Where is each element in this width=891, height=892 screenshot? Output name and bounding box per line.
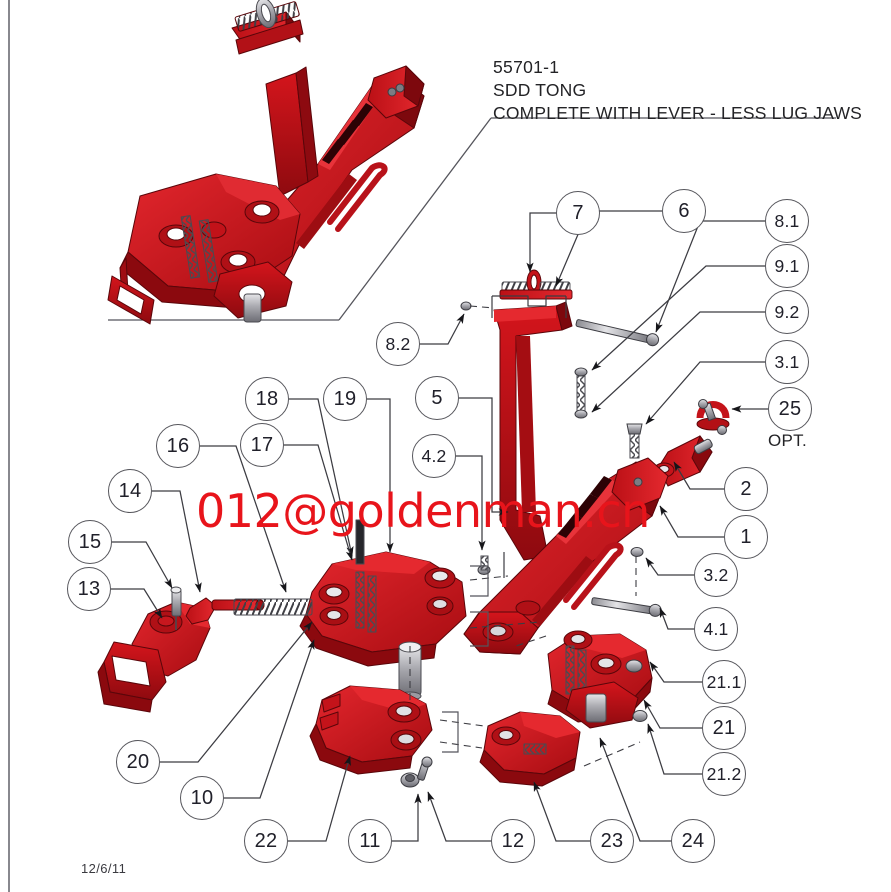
- callout-balloon-21.2[interactable]: 21.2: [702, 752, 746, 796]
- callout-balloon-25[interactable]: 25: [768, 387, 812, 431]
- callout-balloon-24[interactable]: 24: [671, 819, 715, 863]
- callout-balloon-1[interactable]: 1: [724, 515, 768, 559]
- callout-label: 15: [78, 530, 102, 553]
- callout-balloon-20[interactable]: 20: [116, 740, 160, 784]
- callout-label: 7: [572, 201, 584, 224]
- callout-balloon-7[interactable]: 7: [556, 191, 600, 235]
- part-lever-handle-assembly: [499, 269, 573, 300]
- callout-label: 8.1: [774, 210, 800, 231]
- part-5-lever: [491, 295, 573, 578]
- callout-balloon-2[interactable]: 2: [724, 467, 768, 511]
- callout-label: 9.1: [774, 255, 800, 276]
- callout-balloon-8.2[interactable]: 8.2: [376, 322, 420, 366]
- callout-balloon-23[interactable]: 23: [590, 819, 634, 863]
- callout-label: 10: [190, 786, 214, 809]
- part-25-shackle: [696, 399, 730, 435]
- callout-label: 8.2: [385, 333, 411, 354]
- part-15-pin: [170, 586, 182, 630]
- callout-balloon-3.2[interactable]: 3.2: [694, 553, 738, 597]
- callout-balloon-9.2[interactable]: 9.2: [765, 290, 809, 334]
- callout-label: 21.2: [706, 763, 742, 784]
- callout-balloon-22[interactable]: 22: [244, 819, 288, 863]
- callout-label: 19: [333, 387, 357, 410]
- callout-balloon-21[interactable]: 21: [702, 706, 746, 750]
- callout-balloon-4.2[interactable]: 4.2: [412, 434, 456, 478]
- callout-label: 3.1: [774, 351, 800, 372]
- callout-label: 23: [600, 829, 624, 852]
- callout-label: 22: [254, 829, 278, 852]
- callout-label: 18: [255, 387, 279, 410]
- callout-balloon-8.1[interactable]: 8.1: [765, 199, 809, 243]
- callout-balloon-4.1[interactable]: 4.1: [694, 607, 738, 651]
- callout-label: 9.2: [774, 301, 800, 322]
- leader-lines: [111, 210, 768, 842]
- part-21-jaw-assembly: [547, 630, 653, 729]
- part-23-jaw-block: [479, 711, 581, 787]
- part-number: 55701-1: [493, 57, 560, 77]
- callout-label: 1: [740, 525, 752, 548]
- callout-label: 21.1: [706, 671, 742, 692]
- callout-balloon-9.1[interactable]: 9.1: [765, 244, 809, 288]
- part-11-nut: [400, 772, 420, 788]
- callout-label: 12: [501, 829, 525, 852]
- product-name: SDD TONG: [493, 79, 587, 100]
- callout-balloon-15[interactable]: 15: [68, 520, 112, 564]
- callout-balloon-5[interactable]: 5: [415, 376, 459, 420]
- optional-note: OPT.: [768, 431, 807, 450]
- callout-label: 14: [118, 479, 142, 502]
- main-assembly-isometric: [107, 0, 425, 325]
- callout-label: 6: [678, 199, 690, 222]
- callout-balloon-6[interactable]: 6: [662, 189, 706, 233]
- callout-balloon-11[interactable]: 11: [348, 819, 392, 863]
- callout-balloon-21.1[interactable]: 21.1: [702, 660, 746, 704]
- date-stamp: 12/6/11: [81, 861, 127, 876]
- part-22-jaw-casting: [309, 685, 433, 775]
- part-16-spring: [233, 598, 313, 616]
- callout-balloon-18[interactable]: 18: [245, 377, 289, 421]
- callout-label: 13: [77, 577, 101, 600]
- callout-balloon-13[interactable]: 13: [67, 567, 111, 611]
- callout-label: 4.2: [421, 445, 447, 466]
- callout-balloon-14[interactable]: 14: [108, 469, 152, 513]
- part-10-body-casting: [299, 519, 467, 667]
- callout-balloon-3.1[interactable]: 3.1: [765, 340, 809, 384]
- part-12-bolt: [417, 756, 433, 781]
- callout-label: 17: [250, 433, 274, 456]
- callout-label: 3.2: [703, 564, 729, 585]
- assembly-brackets: [442, 565, 489, 753]
- callout-balloon-16[interactable]: 16: [156, 424, 200, 468]
- callout-label: 20: [126, 750, 150, 773]
- callout-label: 4.1: [703, 618, 729, 639]
- callout-balloon-12[interactable]: 12: [491, 819, 535, 863]
- callout-label: 2: [740, 477, 752, 500]
- callout-label: 16: [166, 434, 190, 457]
- callout-label: 21: [712, 716, 736, 739]
- product-description: COMPLETE WITH LEVER - LESS LUG JAWS: [493, 102, 863, 123]
- callout-label: 24: [681, 829, 705, 852]
- callout-label: 25: [778, 397, 802, 420]
- callout-balloon-10[interactable]: 10: [180, 776, 224, 820]
- part-2-link-pin: [653, 434, 713, 487]
- part-1-main-arm: [463, 457, 669, 655]
- callout-balloon-19[interactable]: 19: [323, 377, 367, 421]
- callout-label: 5: [431, 386, 443, 409]
- title-block: 55701-1 SDD TONG COMPLETE WITH LEVER - L…: [493, 56, 862, 124]
- callout-label: 11: [359, 829, 381, 852]
- assembly-centerlines: [409, 305, 641, 767]
- callout-balloon-17[interactable]: 17: [240, 423, 284, 467]
